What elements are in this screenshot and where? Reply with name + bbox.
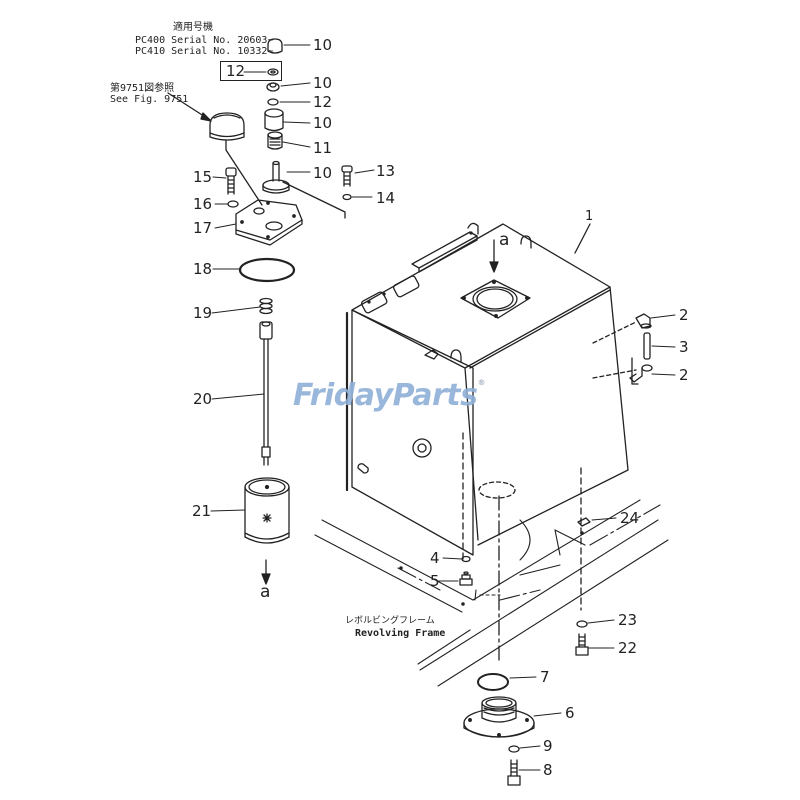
callout-10-stem: 10 xyxy=(313,164,333,182)
revolving-frame xyxy=(314,499,669,687)
callout-3: 3 xyxy=(679,338,689,356)
callout-6: 6 xyxy=(565,704,575,722)
breather-cap xyxy=(209,112,263,206)
callout-16: 16 xyxy=(193,195,213,213)
alt-part-box xyxy=(220,61,282,81)
washer-part-12 xyxy=(267,98,279,106)
flow-marker-a-in: a xyxy=(499,230,510,250)
callout-22: 22 xyxy=(618,639,638,657)
callout-15: 15 xyxy=(193,168,213,186)
callout-10-nut: 10 xyxy=(313,74,333,92)
frame-label-en: Revolving Frame xyxy=(355,628,446,639)
suction-flange-part-6 xyxy=(463,696,535,738)
stem-part-10 xyxy=(262,160,290,194)
elbow-fitting-part-2-upper xyxy=(635,313,652,329)
strainer-part-11 xyxy=(267,131,283,150)
cap-nut-part-10 xyxy=(267,38,283,54)
callout-12-washer: 12 xyxy=(313,93,333,111)
leader-lines xyxy=(210,44,676,771)
watermark-logo: FridayParts® xyxy=(293,378,485,413)
bracket-part-24 xyxy=(577,517,591,527)
o-ring-part-7 xyxy=(477,673,509,691)
flow-arrow-head xyxy=(261,573,271,585)
callout-19: 19 xyxy=(193,304,213,322)
bolt-part-8 xyxy=(507,759,521,786)
callout-10-sleeve: 10 xyxy=(313,114,333,132)
callout-7: 7 xyxy=(540,668,550,686)
leader-1 xyxy=(574,223,591,254)
sleeve-part-10 xyxy=(264,108,284,132)
washer-part-16 xyxy=(227,200,239,208)
washer-part-23 xyxy=(576,620,588,628)
sight-tube-part-3 xyxy=(643,332,651,360)
flow-marker-a-out: a xyxy=(260,582,271,602)
suction-port-hidden xyxy=(478,481,516,499)
reference-note-jp: 第9751図参照 xyxy=(110,83,175,94)
applicability-note-jp: 適用号機 xyxy=(173,22,213,33)
filter-element-part-21 xyxy=(244,477,290,544)
bolt-part-15 xyxy=(225,167,237,195)
registered-mark: ® xyxy=(477,378,485,387)
bolt-part-22 xyxy=(575,633,589,656)
reference-arrow-head xyxy=(200,112,212,122)
callout-17: 17 xyxy=(193,219,213,237)
hydraulic-tank-part-1 xyxy=(345,222,637,556)
callout-4: 4 xyxy=(430,549,440,567)
nut-part-10 xyxy=(266,82,280,92)
callout-20: 20 xyxy=(193,390,213,408)
callout-24: 24 xyxy=(620,509,640,527)
callout-13: 13 xyxy=(376,162,396,180)
callout-11: 11 xyxy=(313,139,333,157)
callout-14: 14 xyxy=(376,189,396,207)
fitting-bracket-line xyxy=(631,357,639,385)
callout-9: 9 xyxy=(543,737,553,755)
callout-8: 8 xyxy=(543,761,553,779)
applicability-note-line-1: PC400 Serial No. 20603~ xyxy=(135,35,274,46)
callout-10-cap: 10 xyxy=(313,36,333,54)
callout-18: 18 xyxy=(193,260,213,278)
callout-21: 21 xyxy=(192,502,212,520)
stem-link-line xyxy=(282,181,346,219)
callout-23: 23 xyxy=(618,611,638,629)
callout-1: 1 xyxy=(585,209,594,224)
callout-2-upper: 2 xyxy=(679,306,689,324)
cover-plate-part-17 xyxy=(235,199,303,246)
callout-2-lower: 2 xyxy=(679,366,689,384)
elbow-fitting-part-2-lower xyxy=(629,364,653,383)
callout-12-boxed: 12 xyxy=(226,62,246,80)
rod-part-20 xyxy=(259,321,273,466)
applicability-note-line-2: PC410 Serial No. 10332~ xyxy=(135,46,274,57)
callout-5: 5 xyxy=(430,572,440,590)
bolt-part-13 xyxy=(341,165,353,187)
washer-part-14 xyxy=(342,193,352,201)
frame-label-jp: レボルビングフレーム xyxy=(345,616,435,626)
drain-plug-part-5 xyxy=(459,571,473,586)
o-ring-part-18 xyxy=(238,257,296,283)
spring-part-19 xyxy=(259,297,273,315)
washer-part-12-boxed xyxy=(267,68,279,76)
marker-a-arrow-head xyxy=(489,261,499,273)
washer-part-9 xyxy=(508,745,520,753)
watermark-text: FridayParts xyxy=(293,378,478,413)
reference-note-en: See Fig. 9751 xyxy=(110,94,189,105)
